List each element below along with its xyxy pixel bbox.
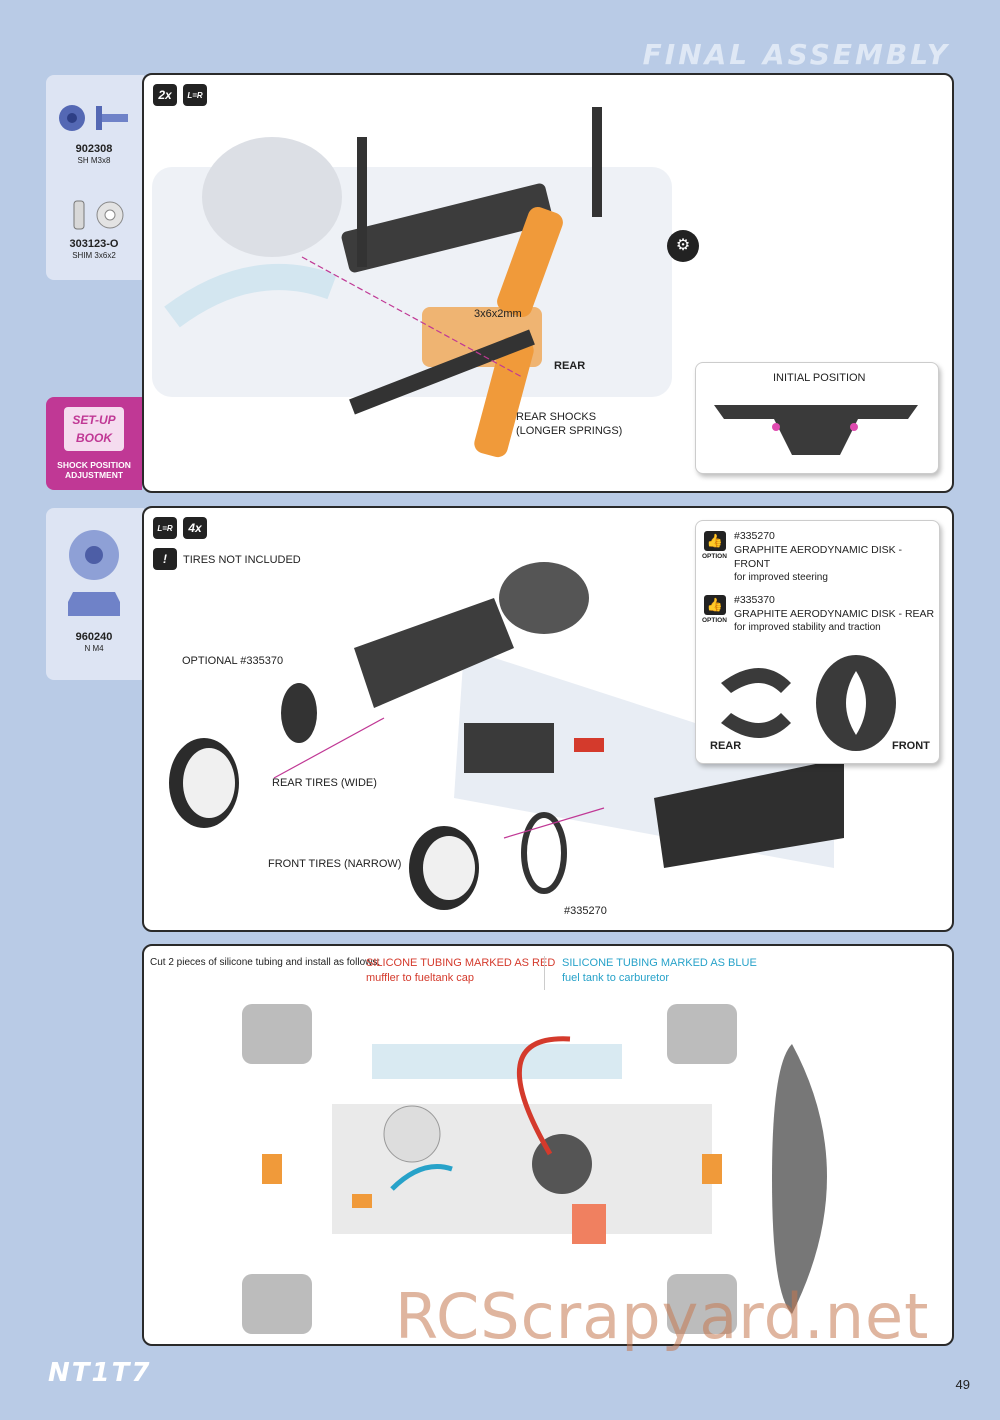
adjust-tool-icon: ⚙ (667, 230, 699, 262)
setup-book-word: SET-UP (72, 413, 116, 427)
watermark: RCScrapyard.net (395, 1280, 930, 1353)
quantity-badge: 4x (183, 517, 207, 539)
shim-icon (73, 200, 124, 230)
optional-rear-disk-label: OPTIONAL #335370 (182, 655, 284, 667)
setup-book-icon: SET-UP BOOK (64, 407, 124, 451)
setup-caption: SHOCK POSITION ADJUSTMENT (46, 460, 142, 480)
rear-shocks-line: REAR SHOCKS (516, 411, 597, 423)
part-desc: SH M3x8 (77, 156, 111, 165)
screw-icon (59, 105, 128, 131)
lr-badge: L=R (183, 84, 207, 106)
rear-shock-tower-illustration (152, 107, 672, 458)
initial-position-callout: INITIAL POSITION (695, 362, 939, 474)
tubing-instruction: Cut 2 pieces of silicone tubing and inst… (150, 957, 381, 968)
rear-tires-label: REAR TIRES (WIDE) (272, 777, 377, 789)
tires-warning: TIRES NOT INCLUDED (183, 554, 301, 566)
front-disk-code-label: #335270 (564, 905, 607, 917)
shim-size-label: 3x6x2mm (474, 308, 522, 320)
rear-word: REAR (710, 740, 742, 752)
shock-tower-plate-icon (714, 405, 918, 455)
step2-panel: L=R 4x ! TIRES NOT INCLUDED OPTIONAL #33… (142, 506, 954, 932)
setup-book-tab[interactable]: SET-UP BOOK SHOCK POSITION ADJUSTMENT (46, 397, 142, 490)
option-tag: OPTION (702, 553, 727, 560)
rear-shocks-line: (LONGER SPRINGS) (516, 425, 623, 437)
option-code: #335370 (734, 594, 775, 606)
front-tires-label: FRONT TIRES (NARROW) (268, 858, 402, 870)
part-code: 960240 (75, 631, 113, 643)
initial-position-label: INITIAL POSITION (773, 372, 866, 384)
setup-caption-line: ADJUSTMENT (64, 470, 124, 480)
part-902308: 902308 SH M3x8 (52, 98, 136, 167)
parts-sidebar-step1 (46, 75, 144, 280)
page-number: 49 (955, 1377, 970, 1392)
section-title: FINAL ASSEMBLY (642, 38, 950, 71)
option-name: GRAPHITE AERODYNAMIC DISK - FRONT (734, 544, 903, 570)
aero-disk-pair-icon (721, 655, 896, 751)
warning-icon: ! (153, 548, 177, 570)
blue-tubing-note: fuel tank to carburetor (562, 972, 670, 984)
lr-badge: L=R (153, 517, 177, 539)
nut-icon (68, 530, 120, 616)
part-desc: N M4 (84, 644, 104, 653)
part-960240: 960240 N M4 (52, 530, 136, 655)
rear-shocks-label: REAR SHOCKS (LONGER SPRINGS) (516, 410, 622, 438)
option-thumb-icon: 👍 (704, 595, 726, 615)
quantity-badge: 2x (153, 84, 177, 106)
part-303123-o: 303123-O SHIM 3x6x2 (52, 195, 136, 262)
red-tubing-title: SILICONE TUBING MARKED AS RED (366, 957, 556, 969)
option-code: #335270 (734, 530, 775, 542)
step1-panel: 2x L=R ⚙ 3x6x2mm REAR REAR SHOCKS (LONGE… (142, 73, 954, 493)
option-disks-callout: 👍 OPTION #335270 GRAPHITE AERODYNAMIC DI… (695, 520, 940, 764)
part-code: 303123-O (69, 238, 119, 250)
option-name: GRAPHITE AERODYNAMIC DISK - REAR (734, 608, 935, 620)
setup-caption-line: SHOCK POSITION (57, 460, 131, 470)
part-code: 902308 (75, 143, 113, 155)
option-note: for improved steering (734, 572, 828, 583)
blue-tubing-title: SILICONE TUBING MARKED AS BLUE (562, 957, 757, 969)
rear-label: REAR (554, 360, 586, 372)
front-word: FRONT (892, 740, 930, 752)
step3-panel: Cut 2 pieces of silicone tubing and inst… (142, 944, 954, 1346)
setup-book-word: BOOK (76, 431, 112, 445)
red-tubing-note: muffler to fueltank cap (366, 972, 475, 984)
model-logo: NT1T7 (48, 1358, 152, 1388)
chassis-top-view-illustration (242, 1004, 827, 1334)
option-thumb-icon: 👍 (704, 531, 726, 551)
tubing-divider (544, 956, 545, 990)
option-tag: OPTION (702, 617, 727, 624)
chassis-wheel-assembly-illustration (169, 562, 844, 910)
option-note: for improved stability and traction (734, 622, 881, 633)
part-desc: SHIM 3x6x2 (72, 251, 116, 260)
